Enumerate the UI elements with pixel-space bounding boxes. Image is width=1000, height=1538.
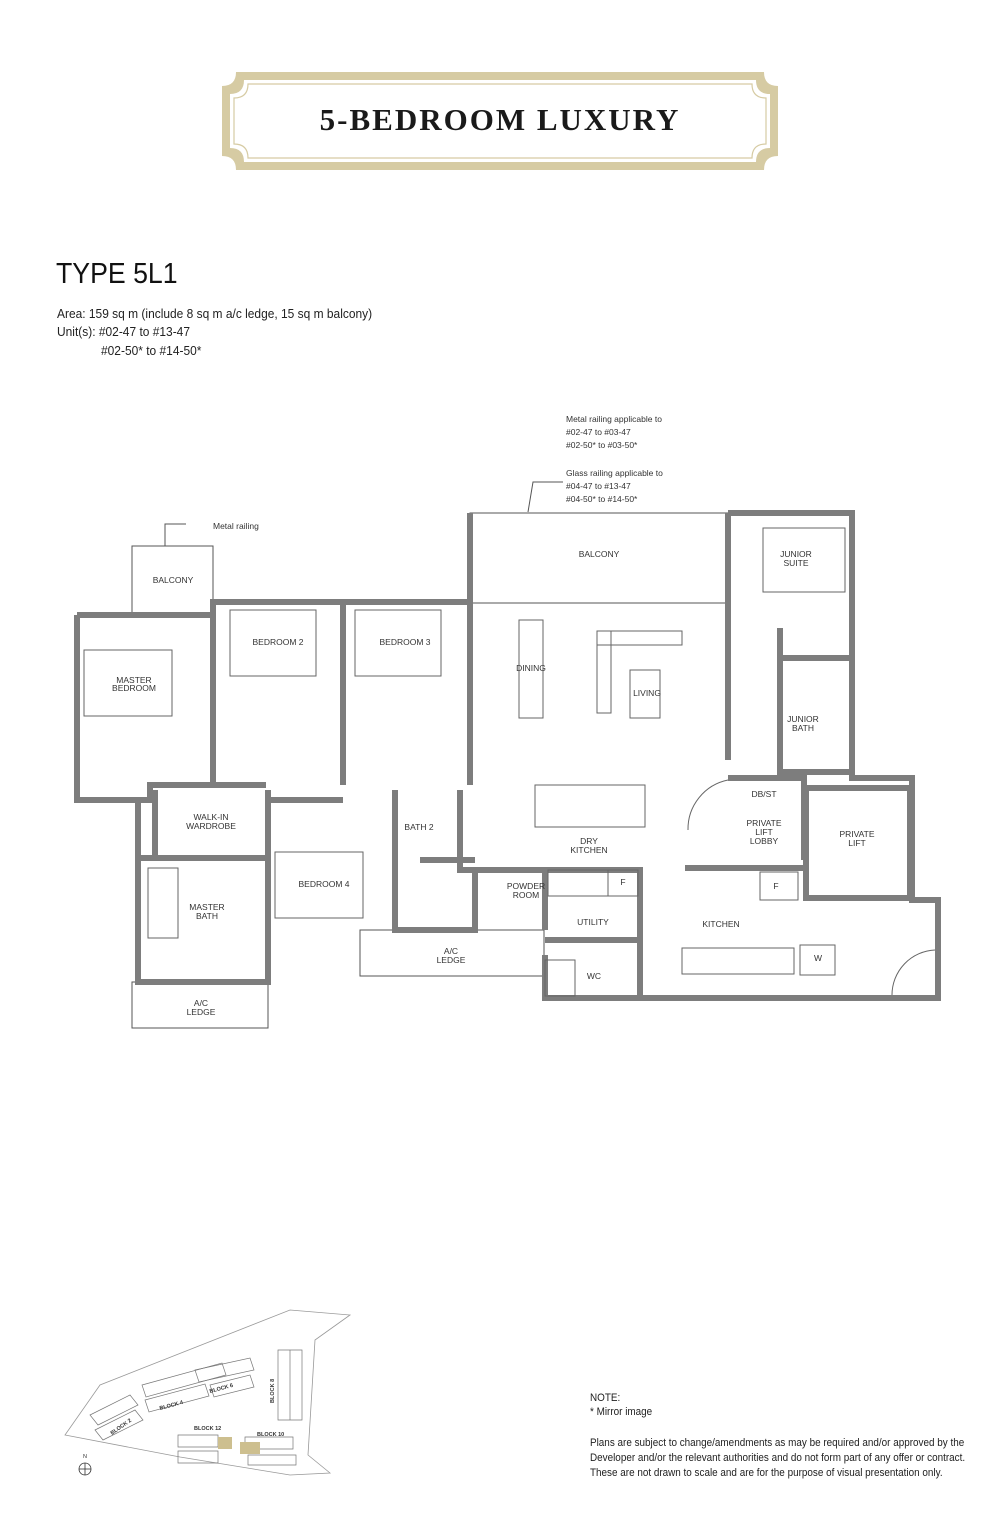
note-heading: NOTE: [590, 1392, 621, 1404]
room-label-walk-in-wardrobe: WALK-IN [193, 812, 228, 822]
block-label: BLOCK 8 [270, 1379, 276, 1403]
walls [74, 510, 941, 1001]
washer-label: W [814, 953, 822, 963]
room-label-master-bath: MASTER [189, 902, 224, 912]
floor-plan: Metal railing Metal railing applicable t… [74, 414, 941, 1029]
metal-railing-note: Metal railing applicable to [566, 414, 662, 424]
room-label-balcony: BALCONY [153, 575, 194, 585]
north-arrow-icon [78, 1462, 92, 1476]
units-range: #02-50* to #14-50* [101, 343, 202, 358]
metal-railing-note: #02-47 to #03-47 [566, 427, 631, 437]
room-label-private-lift: LIFT [848, 838, 865, 848]
room-label-bath-2: BATH 2 [404, 822, 433, 832]
note-mirror: * Mirror image [590, 1406, 653, 1418]
room-label-private-lift-lobby: LIFT [755, 827, 772, 837]
glass-railing-note: #04-47 to #13-47 [566, 481, 631, 491]
fridge-label: F [620, 877, 625, 887]
room-label-master-bedroom: BEDROOM [112, 683, 156, 693]
room-label-ac-ledge: LEDGE [437, 955, 466, 965]
room-label-bedroom-2: BEDROOM 2 [252, 637, 303, 647]
disclaimer-line: Developer and/or the relevant authoritie… [590, 1452, 966, 1464]
disclaimer-line: These are not drawn to scale and are for… [590, 1467, 943, 1479]
furniture [83, 527, 936, 997]
room-label-ac-ledge: A/C [194, 998, 208, 1008]
room-label-dry-kitchen: DRY [580, 836, 598, 846]
room-label-balcony: BALCONY [579, 549, 620, 559]
room-label-junior-bath: BATH [792, 723, 814, 733]
room-label-master-bath: BATH [196, 911, 218, 921]
metal-railing-label: Metal railing [213, 521, 259, 531]
units-range: #02-47 to #13-47 [98, 324, 190, 339]
metal-railing-note: #02-50* to #03-50* [566, 440, 638, 450]
units-label: Unit(s): [57, 324, 96, 339]
room-label-powder-room: ROOM [513, 890, 539, 900]
glass-railing-note: Glass railing applicable to [566, 468, 663, 478]
glass-railing-note: #04-50* to #14-50* [566, 494, 638, 504]
room-label-kitchen: KITCHEN [702, 919, 739, 929]
room-label-junior-suite: JUNIOR [780, 549, 812, 559]
block-label: BLOCK 4 [159, 1400, 185, 1412]
room-label-wc: WC [587, 971, 601, 981]
banner-frame [222, 72, 778, 170]
room-label-living: LIVING [633, 688, 661, 698]
room-label-ac-ledge: LEDGE [187, 1007, 216, 1017]
room-label-private-lift: PRIVATE [839, 829, 874, 839]
area-text: Area: 159 sq m (include 8 sq m a/c ledge… [57, 306, 373, 321]
units-line: Unit(s): #02-47 to #13-47 [57, 324, 190, 339]
highlighted-unit [240, 1442, 260, 1454]
unit-type-title: TYPE 5L1 [56, 258, 178, 290]
site-plan: BLOCK 2 BLOCK 4 BLOCK 6 BLOCK 8 BLOCK 10… [64, 1309, 352, 1476]
room-label-powder-room: POWDER [507, 881, 545, 891]
room-label-dining: DINING [516, 663, 546, 673]
room-label-dry-kitchen: KITCHEN [570, 845, 607, 855]
railing-leader [527, 481, 563, 513]
block-label: BLOCK 10 [257, 1432, 284, 1438]
room-label-private-lift-lobby: LOBBY [750, 836, 779, 846]
disclaimer-line: Plans are subject to change/amendments a… [590, 1437, 965, 1449]
title-banner: 5-BEDROOM LUXURY [222, 72, 778, 170]
room-label-junior-suite: SUITE [783, 558, 808, 568]
railing-leader [164, 523, 186, 546]
fridge-label: F [773, 881, 778, 891]
room-label-master-bedroom: MASTER [116, 675, 151, 685]
page-title: 5-BEDROOM LUXURY [319, 102, 681, 137]
block-label: BLOCK 12 [194, 1426, 221, 1432]
room-label-walk-in-wardrobe: WARDROBE [186, 821, 236, 831]
room-label-ac-ledge: A/C [444, 946, 458, 956]
room-label-bedroom-3: BEDROOM 3 [379, 637, 430, 647]
room-label-utility: UTILITY [577, 917, 609, 927]
room-label-junior-bath: JUNIOR [787, 714, 819, 724]
north-label: N [83, 1454, 87, 1460]
room-label-private-lift-lobby: PRIVATE [746, 818, 781, 828]
highlighted-unit [218, 1437, 232, 1449]
room-label-bedroom-4: BEDROOM 4 [298, 879, 349, 889]
room-label-db-st: DB/ST [751, 789, 776, 799]
